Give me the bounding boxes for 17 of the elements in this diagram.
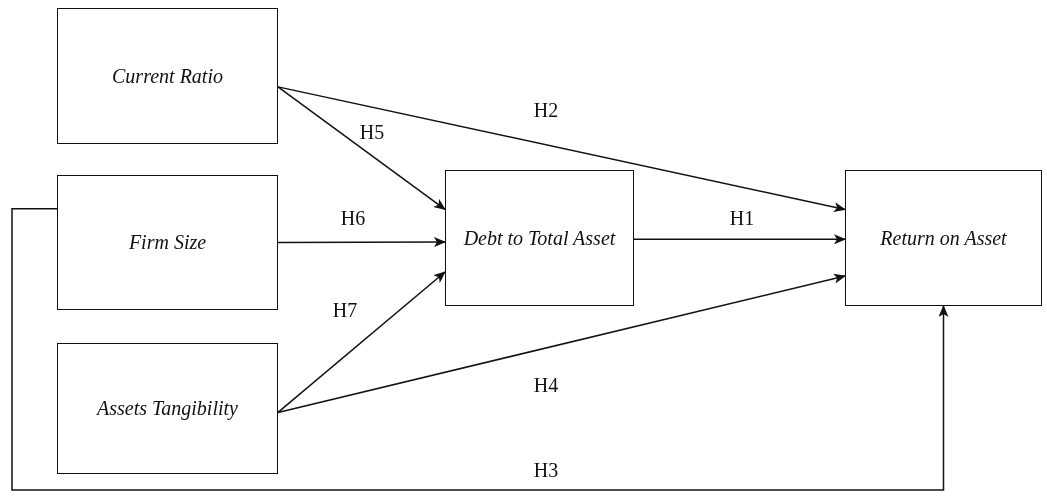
- variable-box: [57, 343, 278, 474]
- variable-box: [57, 8, 278, 144]
- variable-box: [57, 175, 278, 310]
- arrow: [277, 237, 446, 248]
- arrow: [11, 208, 949, 491]
- arrow: [277, 86, 446, 211]
- variable-name: Debt to Total Asset: [462, 225, 617, 251]
- variable-box: [845, 170, 1042, 306]
- variable-name: Firm Size: [127, 230, 208, 255]
- arrow: [277, 273, 846, 414]
- arrow: [277, 86, 846, 212]
- variable-name: Assets Tangibility: [95, 396, 239, 422]
- arrow: [277, 271, 446, 414]
- variable-name: Current Ratio: [111, 63, 224, 89]
- variable-box: [445, 170, 634, 306]
- arrow: [633, 234, 846, 245]
- variable-name: Return on Asset: [879, 225, 1008, 251]
